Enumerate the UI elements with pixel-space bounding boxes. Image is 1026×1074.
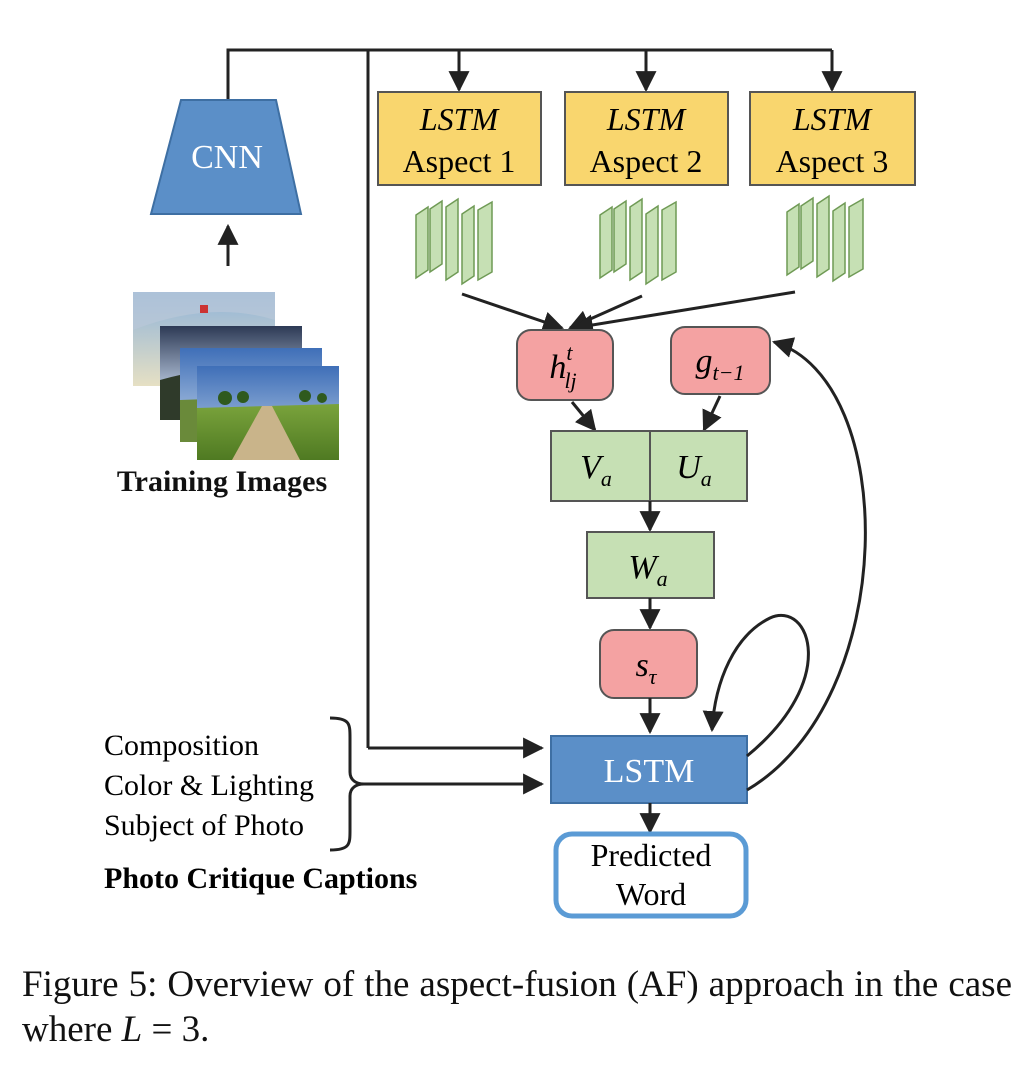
lstm-to-g-feedback xyxy=(746,337,867,792)
h-sub: lj xyxy=(564,368,576,393)
s-sub: τ xyxy=(649,664,658,689)
h-node: ht lj xyxy=(516,329,614,401)
ua-base: U xyxy=(676,449,703,486)
g-sub: t−1 xyxy=(713,360,745,385)
wa-sub: a xyxy=(657,566,668,591)
aspect-box-1: LSTM Aspect 1 xyxy=(377,91,542,186)
g-base: g xyxy=(696,343,713,380)
main-lstm-label: LSTM xyxy=(604,753,695,790)
aspect-3-line2: Aspect 3 xyxy=(776,143,889,179)
g-node: gt−1 xyxy=(670,326,771,395)
main-lstm-block: LSTM xyxy=(550,735,748,804)
h-base: h xyxy=(549,349,566,386)
captions-title: Photo Critique Captions xyxy=(104,862,417,895)
ua-sub: a xyxy=(701,466,712,491)
caption-math-rest: = 3. xyxy=(142,1009,210,1050)
h-sup: t xyxy=(566,340,573,365)
s-tau-node: sτ xyxy=(599,629,698,699)
wa-block: Wa xyxy=(586,531,715,599)
caption-math-var: L xyxy=(121,1009,143,1050)
aspect-1-line2: Aspect 1 xyxy=(403,143,516,179)
caption-prefix: Figure 5: Overview of the aspect-fusion … xyxy=(22,964,1012,1050)
cnn-output-connector xyxy=(226,48,843,759)
aspect-3-line1: LSTM xyxy=(792,101,874,137)
figure-caption: Figure 5: Overview of the aspect-fusion … xyxy=(22,962,1012,1052)
captions-brace xyxy=(329,716,365,852)
caption-item-composition: Composition xyxy=(104,729,259,762)
aspect-2-line2: Aspect 2 xyxy=(590,143,703,179)
predicted-word-line1: Predicted xyxy=(591,837,712,873)
va-ua-block: Va Ua xyxy=(550,430,748,502)
training-image-4 xyxy=(197,366,339,460)
aspect-1-line1: LSTM xyxy=(419,101,501,137)
h-to-va-arrow xyxy=(570,401,597,432)
caption-item-color-lighting: Color & Lighting xyxy=(104,769,314,802)
critique-captions: Composition Color & Lighting Subject of … xyxy=(104,729,314,842)
hidden-state-stack-1 xyxy=(415,197,493,286)
aspect-box-2: LSTM Aspect 2 xyxy=(564,91,729,186)
cnn-block: CNN xyxy=(149,99,303,215)
aspect-2-line1: LSTM xyxy=(606,101,688,137)
wa-base: W xyxy=(628,549,659,586)
aspect-box-3: LSTM Aspect 3 xyxy=(749,91,916,186)
hidden-state-stack-3 xyxy=(786,194,864,283)
svg-text:Wa: Wa xyxy=(628,549,667,591)
caption-item-subject: Subject of Photo xyxy=(104,809,304,842)
g-to-ua-arrow xyxy=(702,395,722,432)
predicted-word-line2: Word xyxy=(616,876,686,912)
lstm-self-loop xyxy=(702,614,810,758)
svg-text:Ua: Ua xyxy=(676,449,712,491)
va-sub: a xyxy=(601,466,612,491)
aspect-to-h-arrows xyxy=(461,290,796,336)
s-base: s xyxy=(635,647,648,684)
cnn-label: CNN xyxy=(191,139,263,176)
svg-text:sτ: sτ xyxy=(635,647,657,689)
training-images-stack xyxy=(133,292,339,460)
predicted-word-box: Predicted Word xyxy=(553,831,749,919)
svg-text:gt−1: gt−1 xyxy=(696,343,745,385)
hidden-state-stack-2 xyxy=(599,197,677,286)
training-images-label: Training Images xyxy=(117,465,327,498)
